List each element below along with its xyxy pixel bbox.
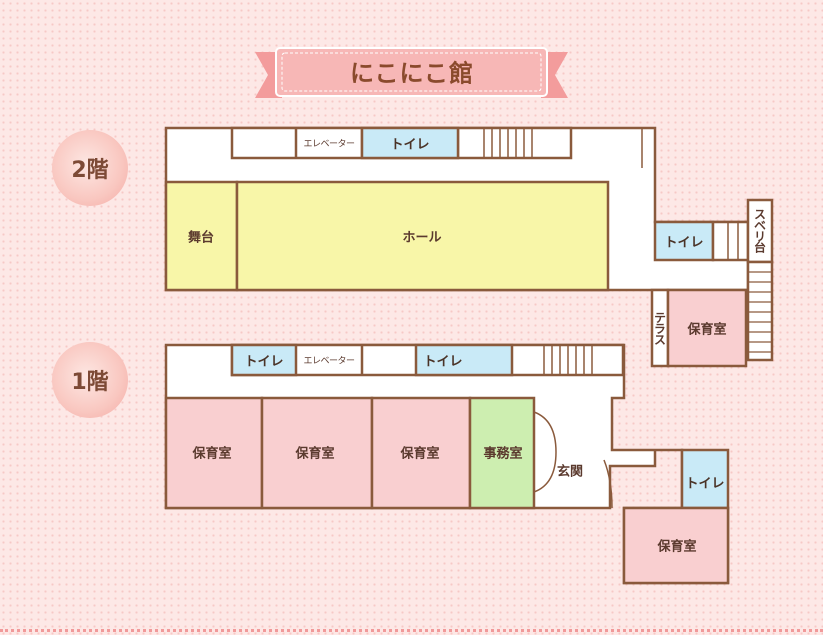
1f-nursery-4-label: 保育室 — [657, 539, 697, 555]
title-ribbon — [255, 47, 568, 98]
2f-toilet-top-label: トイレ — [390, 137, 430, 153]
floor-2-plan — [164, 126, 774, 368]
1f-nursery-1-label: 保育室 — [192, 446, 232, 462]
2f-hall-label: ホール — [402, 230, 442, 246]
1f-nursery-2-label: 保育室 — [295, 446, 335, 462]
floor-2-badge-label: 2階 — [71, 158, 109, 183]
2f-slide-label: スベリ台 — [752, 208, 767, 252]
2f-toilet-right-label: トイレ — [664, 235, 704, 251]
1f-toilet-right-label: トイレ — [685, 476, 725, 492]
floor-1-badge: 1階 — [52, 342, 128, 418]
2f-nursery-label: 保育室 — [687, 322, 727, 338]
1f-nursery-3-label: 保育室 — [400, 446, 440, 462]
1f-elevator-label: エレベーター — [303, 356, 355, 367]
1f-entrance-label: 玄関 — [556, 464, 584, 480]
floor-1-badge-label: 1階 — [71, 370, 109, 395]
2f-elevator-label: エレベーター — [303, 139, 355, 150]
page-title: にこにこ館 — [349, 59, 475, 88]
floor-1-plan — [164, 343, 730, 585]
1f-office-label: 事務室 — [483, 446, 523, 462]
2f-terrace-label: テラス — [652, 311, 667, 345]
1f-toilet-left-label: トイレ — [244, 354, 284, 370]
floor-2-badge: 2階 — [52, 130, 128, 206]
2f-stage-label: 舞台 — [187, 230, 215, 246]
1f-toilet-mid-label: トイレ — [423, 354, 463, 370]
